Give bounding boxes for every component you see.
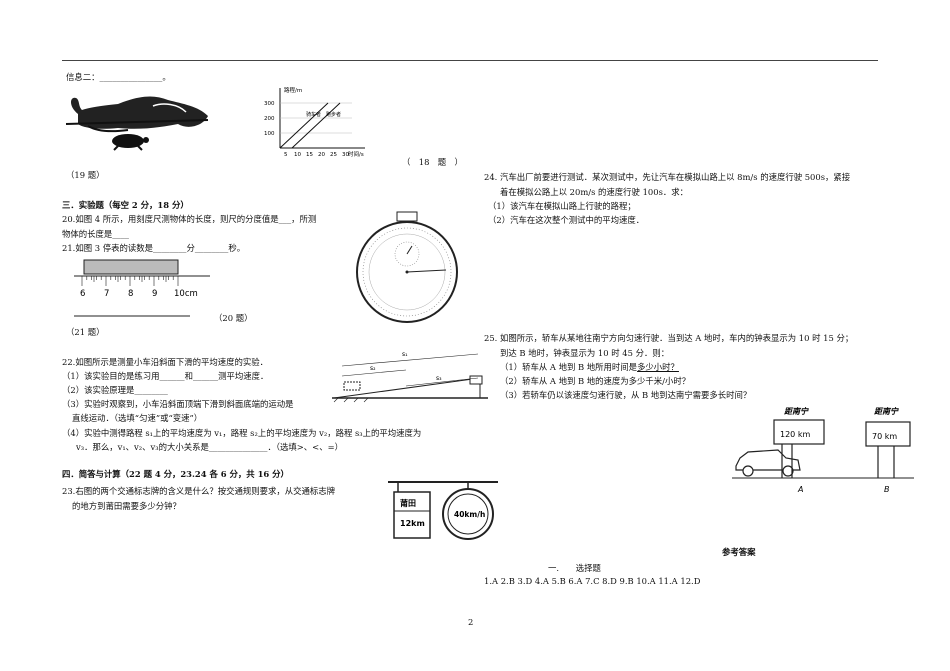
ruler-tick-label: 6 bbox=[80, 289, 85, 299]
info2-line: 信息二：_______________。 bbox=[66, 71, 171, 83]
q25-line1: 25. 如图所示，轿车从某地往南宁方向匀速行驶．当到达 A 地时，车内的钟表显示… bbox=[484, 333, 854, 343]
incline-label-s1: s₁ bbox=[402, 351, 408, 358]
q25-line2: 到达 B 地时，钟表显示为 10 时 45 分．则： bbox=[500, 348, 670, 358]
fig18-ytick: 200 bbox=[264, 116, 275, 122]
info2-blank: _______________ bbox=[99, 72, 163, 82]
fig18-xlabel: 时间/s bbox=[348, 150, 364, 158]
signB-distance: 70 km bbox=[872, 432, 897, 441]
incline-label-s2: s₂ bbox=[370, 365, 376, 372]
traffic-signs-figure: 莆田 12km 40km/h bbox=[388, 481, 498, 540]
q25-line3-underlined: 多少小时？ bbox=[637, 362, 679, 372]
ruler-tick-label: 9 bbox=[152, 289, 157, 299]
q23-line2: 的地方到莆田需要多少分钟？ bbox=[72, 501, 181, 511]
car-road-signs-figure: 距南宁 120 km 距南宁 70 km A B bbox=[732, 407, 914, 494]
incline-figure: s₁ s₂ s₃ bbox=[332, 351, 488, 403]
answers-heading: 参考答案 bbox=[722, 547, 756, 557]
ruler-tick-label: 8 bbox=[128, 289, 133, 299]
fig21-caption: （21 题） bbox=[66, 327, 105, 337]
q25-line3-text: （1）轿车从 A 地到 B 地所用时间是 bbox=[500, 362, 638, 372]
answers-list: 1.A 2.B 3.D 4.A 5.B 6.A 7.C 8.D 9.B 10.A… bbox=[484, 576, 701, 586]
q20-line1: 20.如图 4 所示，用刻度尺测物体的长度，则尺的分度值是___，所测 bbox=[62, 214, 317, 224]
fig18-distance-time-chart: 路程/m 时间/s 100 200 300 5 10 15 20 25 30 骑… bbox=[264, 86, 365, 158]
q22-line4: （3）实验时观察到，小车沿斜面顶端下滑到斜面底端的运动是 bbox=[62, 399, 294, 409]
signB-heading: 距南宁 bbox=[874, 407, 899, 416]
signA-heading: 距南宁 bbox=[784, 407, 809, 416]
signA-distance: 120 km bbox=[780, 430, 810, 439]
stopwatch-figure bbox=[356, 211, 458, 323]
answers-section-label: 一. 选择题 bbox=[548, 563, 601, 573]
fig19-caption: （19 题） bbox=[66, 170, 105, 180]
q24-line3: （1）该汽车在模拟山路上行驶的路程； bbox=[488, 201, 636, 211]
ruler-tick-label: 7 bbox=[104, 289, 109, 299]
fig18-xtick: 15 bbox=[306, 152, 313, 158]
q24-line2: 着在模拟公路上以 20m/s 的速度行驶 100s．求： bbox=[500, 187, 688, 197]
q25-line5: （3）若轿车仍以该速度匀速行驶，从 B 地到达南宁需要多长时间？ bbox=[500, 390, 752, 400]
page-number: 2 bbox=[468, 617, 474, 627]
sign-destination: 莆田 bbox=[400, 498, 416, 508]
section3-heading: 三．实验题（每空 2 分，18 分） bbox=[62, 200, 189, 210]
q21-text: 21.如图 3 停表的读数是________分________秒。 bbox=[62, 243, 246, 253]
fig18-xtick: 10 bbox=[294, 152, 301, 158]
rabbit-tortoise-figure bbox=[65, 96, 209, 151]
fig20-caption: （20 题） bbox=[214, 313, 253, 323]
q22-line7: v₃．那么，v₁、v₂、v₃的大小关系是______________．（选填>、… bbox=[76, 442, 343, 452]
ruler-tick-label: 10cm bbox=[174, 289, 198, 299]
fig18-xtick: 5 bbox=[284, 152, 288, 158]
section4-heading: 四．简答与计算（22 题 4 分，23.24 各 6 分，共 16 分） bbox=[62, 469, 289, 479]
q22-line1: 22.如图所示是测量小车沿斜面下滑的平均速度的实验． bbox=[62, 357, 268, 367]
fig18-xtick: 25 bbox=[330, 152, 337, 158]
fig18-ylabel: 路程/m bbox=[284, 86, 302, 94]
incline-label-s3: s₃ bbox=[436, 375, 442, 382]
ruler-figure: 6 7 8 9 10cm bbox=[74, 259, 210, 317]
q24-line1: 24. 汽车出厂前要进行测试．某次测试中，先让汽车在模拟山路上以 8m/s 的速… bbox=[484, 172, 851, 182]
sign-speed-limit: 40km/h bbox=[454, 510, 485, 519]
q20-line2: 物体的长度是____ bbox=[62, 229, 129, 239]
q22-line2: （1）该实验目的是练习用______和______测平均速度． bbox=[62, 371, 269, 381]
q25-line3: （1）轿车从 A 地到 B 地所用时间是多少小时？ bbox=[500, 361, 679, 373]
q22-line5: 直线运动．（选填“匀速”或“变速”） bbox=[72, 413, 203, 423]
info2-end: 。 bbox=[162, 72, 171, 82]
header-rule bbox=[62, 60, 878, 61]
fig18-xtick: 30 bbox=[342, 152, 349, 158]
fig18-ytick: 300 bbox=[264, 101, 275, 107]
fig18-series-label: 跑步者 bbox=[326, 111, 341, 118]
fig18-caption: （ 18 题 ） bbox=[402, 157, 463, 167]
q23-line1: 23.右图的两个交通标志牌的含义是什么？按交通规则要求，从交通标志牌 bbox=[62, 486, 335, 496]
q24-line4: （2）汽车在这次整个测试中的平均速度． bbox=[488, 215, 645, 225]
point-a-label: A bbox=[797, 485, 803, 494]
info2-label: 信息二： bbox=[66, 72, 100, 82]
q22-line6: （4）实验中测得路程 s₁上的平均速度为 v₁，路程 s₂上的平均速度为 v₂，… bbox=[62, 428, 422, 438]
fig18-series-label: 骑车者 bbox=[306, 111, 321, 118]
q22-line3: （2）该实验原理是________ bbox=[62, 385, 168, 395]
fig18-xtick: 20 bbox=[318, 152, 325, 158]
q25-line4: （2）轿车从 A 地到 B 地的速度为多少千米/小时？ bbox=[500, 376, 691, 386]
point-b-label: B bbox=[884, 485, 890, 494]
fig18-ytick: 100 bbox=[264, 131, 275, 137]
sign-distance: 12km bbox=[400, 519, 425, 528]
